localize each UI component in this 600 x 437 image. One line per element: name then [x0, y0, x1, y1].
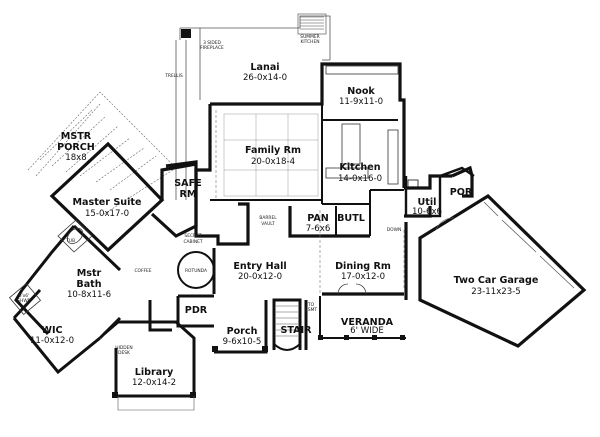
mstr-bath-dims: 10-8x11-6 [67, 290, 111, 300]
kitchen-fixtures [325, 65, 399, 185]
note-secret-cabinet-2: CABINET [183, 239, 202, 245]
note-tub: 6' TUB [61, 238, 75, 244]
note-trellis: TRELLIS [164, 73, 183, 79]
butl-name: BUTL [337, 213, 365, 224]
stair-name: STAIR [280, 325, 312, 336]
master-suite-walls [49, 141, 197, 253]
family-name: Family Rm [245, 145, 301, 156]
master-suite-dims: 15-0x17-0 [85, 209, 129, 219]
mstr-porch-pergola [27, 91, 177, 215]
garage-name: Two Car Garage [454, 275, 539, 286]
stair-treads [276, 305, 298, 337]
family-dims: 20-0x18-4 [251, 157, 295, 167]
veranda-dims: 6' WIDE [350, 326, 384, 336]
shower-fixture [8, 282, 42, 316]
tub-fixture [57, 219, 93, 253]
kitchen-name: Kitchen [339, 162, 380, 173]
wic-name: WIC [41, 325, 62, 336]
wic-dims: 11-0x12-0 [30, 336, 74, 346]
util-dims: 10-6x6 [412, 207, 442, 217]
garage-doors [483, 201, 575, 289]
nook-dims: 11-9x11-0 [339, 97, 383, 107]
note-fireplace-1: 3 SIDED [203, 40, 221, 46]
library-posts [112, 392, 196, 398]
note-hidden-desk-1: HIDDEN [115, 345, 132, 351]
plan-notes: 3 SIDED FIREPLACE SUMMER KITCHEN TRELLIS… [17, 34, 401, 356]
mstr-porch-name2: PORCH [57, 142, 95, 153]
util-por-walls [404, 166, 475, 218]
veranda-name: VERANDA [341, 317, 394, 328]
note-barrel-vault-1: BARREL [259, 215, 277, 221]
safe-rm-walls [150, 160, 198, 238]
kitchen-dims: 14-0x16-0 [338, 174, 382, 184]
garage-door-swing [435, 217, 455, 231]
dining-name: Dining Rm [335, 261, 391, 272]
veranda [319, 296, 406, 339]
mstr-bath-name: Mstr [77, 268, 102, 279]
lanai-dims: 26-0x14-0 [243, 73, 287, 83]
note-summer-kitchen-1: SUMMER [300, 34, 319, 40]
fireplace-block [181, 29, 191, 38]
mstr-porch-name: MSTR [61, 131, 92, 142]
library-name: Library [135, 367, 174, 378]
garage-dims: 23-11x23-5 [471, 287, 521, 297]
master-suite-name: Master Suite [72, 197, 142, 208]
porch-columns [212, 346, 268, 352]
dining-dims: 17-0x12-0 [341, 272, 385, 282]
util-name: Util [418, 197, 437, 208]
note-to-bsmt-2: BSMT [305, 307, 318, 313]
safe-rm-name2: RM [180, 189, 197, 200]
note-fireplace-2: FIREPLACE [200, 45, 224, 51]
mstr-porch-dims: 18x8 [65, 153, 87, 163]
pan-dims: 7-6x6 [306, 224, 331, 234]
stair-curve [273, 343, 301, 351]
interior-walls [210, 104, 404, 236]
room-labels: Lanai 26-0x14-0 Nook 11-9x11-0 MSTR PORC… [30, 62, 539, 388]
library-bay [117, 396, 195, 411]
note-down: DOWN [387, 227, 401, 233]
porch-name: Porch [227, 326, 258, 337]
note-secret-cabinet-1: SECRET [184, 233, 201, 239]
pdr-name: PDR [185, 305, 208, 316]
summer-kitchen-hatch [297, 13, 327, 35]
safe-rm-name: SAFE [174, 178, 201, 189]
mstr-bath-name2: Bath [76, 279, 101, 290]
note-rotunda: ROTUNDA [185, 268, 207, 274]
pan-name: PAN [307, 213, 329, 224]
entry-hall-name: Entry Hall [233, 261, 286, 272]
garage-walls [418, 193, 587, 348]
por-name: POR [450, 187, 473, 198]
note-coffee: COFFEE [134, 268, 151, 274]
nook-name: Nook [347, 86, 375, 97]
note-shwr-1: 6'x6' [19, 293, 30, 299]
dining-doors [337, 283, 367, 295]
note-shwr-2: SHWR [17, 298, 30, 304]
library-dims: 12-0x14-2 [132, 378, 176, 388]
lanai-outline [175, 15, 331, 200]
note-hidden-desk-2: DESK [118, 350, 130, 356]
entry-hall-dims: 20-0x12-0 [238, 272, 282, 282]
family-vault-grid [223, 113, 319, 197]
note-summer-kitchen-2: KITCHEN [300, 39, 319, 45]
dashed-lines [215, 110, 405, 294]
veranda-posts [318, 335, 405, 340]
lanai-name: Lanai [250, 62, 279, 73]
note-to-bsmt-1: TO [307, 302, 315, 308]
note-barrel-vault-2: VAULT [261, 221, 275, 227]
porch-dims: 9-6x10-5 [223, 337, 262, 347]
